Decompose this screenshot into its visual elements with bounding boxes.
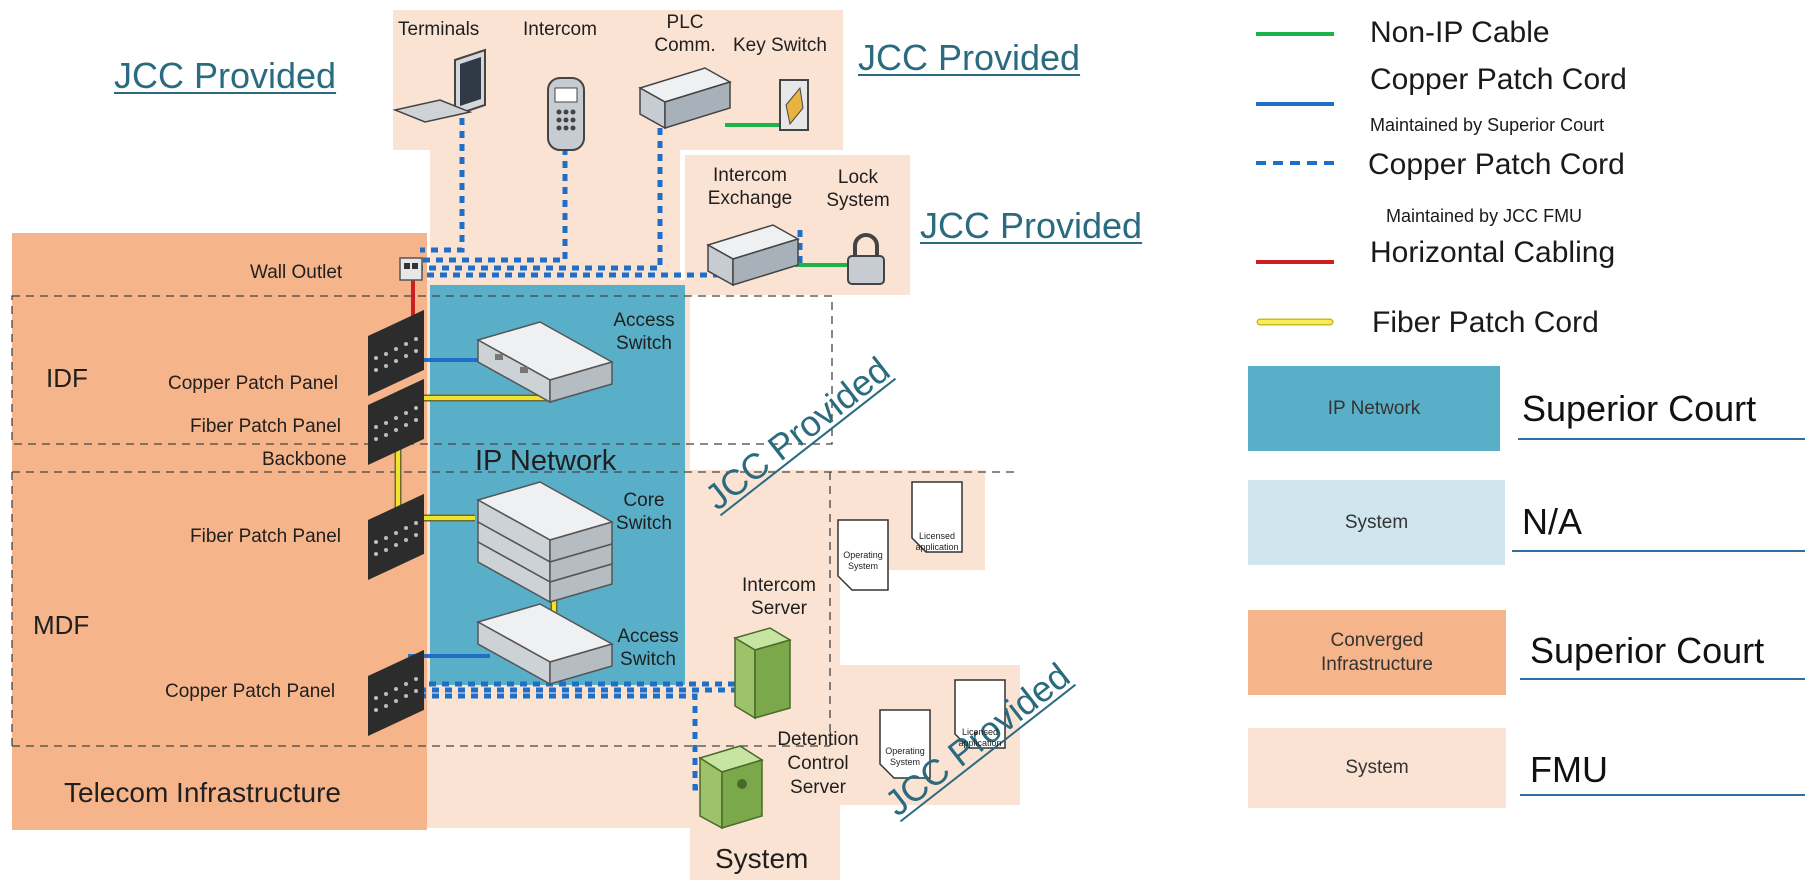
wall-outlet-label: Wall Outlet [250, 262, 343, 283]
copper-patch-panel-label-2: Copper Patch Panel [165, 681, 336, 702]
legend-copper-solid-label: Copper Patch Cord [1370, 63, 1627, 96]
detention-server-label-line2: Control [787, 752, 849, 774]
legend-owner-system-na-underline [1512, 550, 1805, 552]
legend-non-ip-label: Non-IP Cable [1370, 16, 1550, 49]
legend-box-system-na-label: System [1344, 511, 1409, 533]
intercom-server-label: Intercom Server [734, 575, 824, 621]
legend-owner-converged-underline [1520, 678, 1805, 680]
copper-patch-panel-label-1: Copper Patch Panel [168, 373, 339, 394]
legend-horizontal-label: Horizontal Cabling [1370, 236, 1616, 269]
intercom-exchange-label-line1: Intercom [713, 165, 787, 186]
core-switch-label: Core Switch [604, 490, 684, 536]
jcc-provided-label-3: JCC Provided [920, 205, 1143, 246]
access-switch-top-icon [476, 321, 614, 404]
licensed-app-doc-1-line2: application [915, 541, 959, 552]
detention-server-icon [698, 745, 764, 830]
lock-system-label-line2: System [826, 189, 890, 211]
legend-box-converged-line2: Infrastructure [1321, 653, 1433, 675]
licensed-app-doc-2-line1: Licensed [961, 727, 999, 737]
core-switch-label-line1: Core [623, 490, 665, 511]
access-switch-bottom-label: Access Switch [608, 626, 688, 672]
intercom-server-label-line1: Intercom [742, 575, 816, 596]
legend-owner-converged: Superior Court [1530, 630, 1765, 671]
plc-label: PLC Comm. [645, 12, 725, 58]
access-switch-bottom-icon [476, 603, 614, 686]
legend-box-system-fmu-label: System [1345, 757, 1409, 779]
access-switch-bottom-label-line1: Access [617, 626, 679, 647]
legend-copper-dashed-note: Maintained by JCC FMU [1386, 206, 1583, 226]
intercom-icon [547, 77, 585, 151]
network-diagram [11, 48, 1020, 830]
intercom-label: Intercom [523, 19, 597, 40]
operating-system-doc-1-line2: System [847, 560, 878, 571]
ip-network-label: IP Network [475, 445, 617, 477]
licensed-app-doc-2-line2: application [958, 737, 1002, 748]
access-switch-top-label-line2: Switch [616, 332, 672, 354]
lock-icon [847, 233, 885, 285]
legend-box-ip-network-label: IP Network [1327, 397, 1421, 419]
legend-owner-ip-network-underline [1518, 438, 1805, 440]
detention-server-label: Detention Control Server [768, 728, 868, 799]
legend-owner-ip-network: Superior Court [1522, 388, 1757, 429]
licensed-app-doc-1-label: Licensed application [908, 531, 966, 553]
licensed-app-doc-2-label: Licensed application [951, 727, 1009, 749]
operating-system-doc-1-line1: Operating [843, 550, 883, 560]
plc-label-line1: PLC [666, 12, 704, 33]
terminal-icon [392, 48, 486, 123]
detention-server-label-line1: Detention [777, 729, 859, 750]
operating-system-doc-1-label: Operating System [838, 550, 888, 572]
access-switch-top-label: Access Switch [604, 310, 684, 356]
plc-comm-icon [638, 67, 732, 130]
jcc-provided-label-2: JCC Provided [858, 37, 1081, 78]
fiber-patch-panel-label-2: Fiber Patch Panel [190, 526, 342, 547]
lock-system-label: Lock System [818, 167, 898, 213]
detention-server-label-line3: Server [790, 776, 846, 798]
legend-line-swatches [1256, 32, 1334, 326]
intercom-exchange-icon [706, 224, 800, 287]
legend-box-converged-line1: Converged [1330, 629, 1424, 651]
telecom-infrastructure-label: Telecom Infrastructure [64, 777, 341, 808]
intercom-server-label-line2: Server [751, 597, 807, 619]
operating-system-doc-2-label: Operating System [880, 746, 930, 768]
mdf-label: MDF [33, 610, 90, 640]
legend-box-ip-network: IP Network [1248, 366, 1500, 451]
system-zone-label: System [715, 843, 809, 874]
legend-owner-system-na: N/A [1522, 501, 1583, 542]
intercom-exchange-label-line2: Exchange [707, 187, 793, 209]
operating-system-doc-2-line1: Operating [885, 746, 925, 756]
intercom-server-icon [733, 627, 792, 720]
jcc-provided-label-1: JCC Provided [114, 55, 337, 96]
legend-box-system-fmu: System [1248, 728, 1506, 808]
document-icons [837, 481, 1006, 779]
idf-label: IDF [46, 363, 88, 393]
licensed-app-doc-1-line1: Licensed [918, 531, 956, 541]
legend-copper-dashed-label: Copper Patch Cord [1368, 148, 1625, 181]
key-switch-label: Key Switch [733, 35, 827, 56]
key-switch-icon [779, 79, 809, 131]
access-switch-bottom-label-line2: Switch [620, 648, 676, 670]
fiber-patch-panel-label-1: Fiber Patch Panel [190, 416, 342, 437]
core-switch-icon [476, 481, 614, 604]
wall-outlet-icon [399, 257, 423, 281]
lock-system-label-line1: Lock [837, 167, 879, 188]
legend-owner-system-fmu-underline [1520, 794, 1805, 796]
converged-infrastructure-zone [12, 233, 427, 830]
legend-fiber-label: Fiber Patch Cord [1372, 306, 1599, 339]
operating-system-doc-2-line2: System [889, 756, 920, 767]
core-switch-label-line2: Switch [616, 512, 672, 534]
legend-owner-system-fmu: FMU [1530, 749, 1608, 790]
patch-panels [368, 309, 424, 736]
intercom-exchange-label: Intercom Exchange [700, 165, 800, 211]
terminals-label: Terminals [398, 19, 480, 40]
legend-copper-solid-note: Maintained by Superior Court [1370, 115, 1605, 135]
plc-label-line2: Comm. [654, 34, 716, 56]
legend-box-converged: Converged Infrastructure [1248, 610, 1506, 695]
backbone-label: Backbone [262, 449, 347, 470]
access-switch-top-label-line1: Access [613, 310, 675, 331]
legend-box-system-na: System [1248, 480, 1505, 565]
